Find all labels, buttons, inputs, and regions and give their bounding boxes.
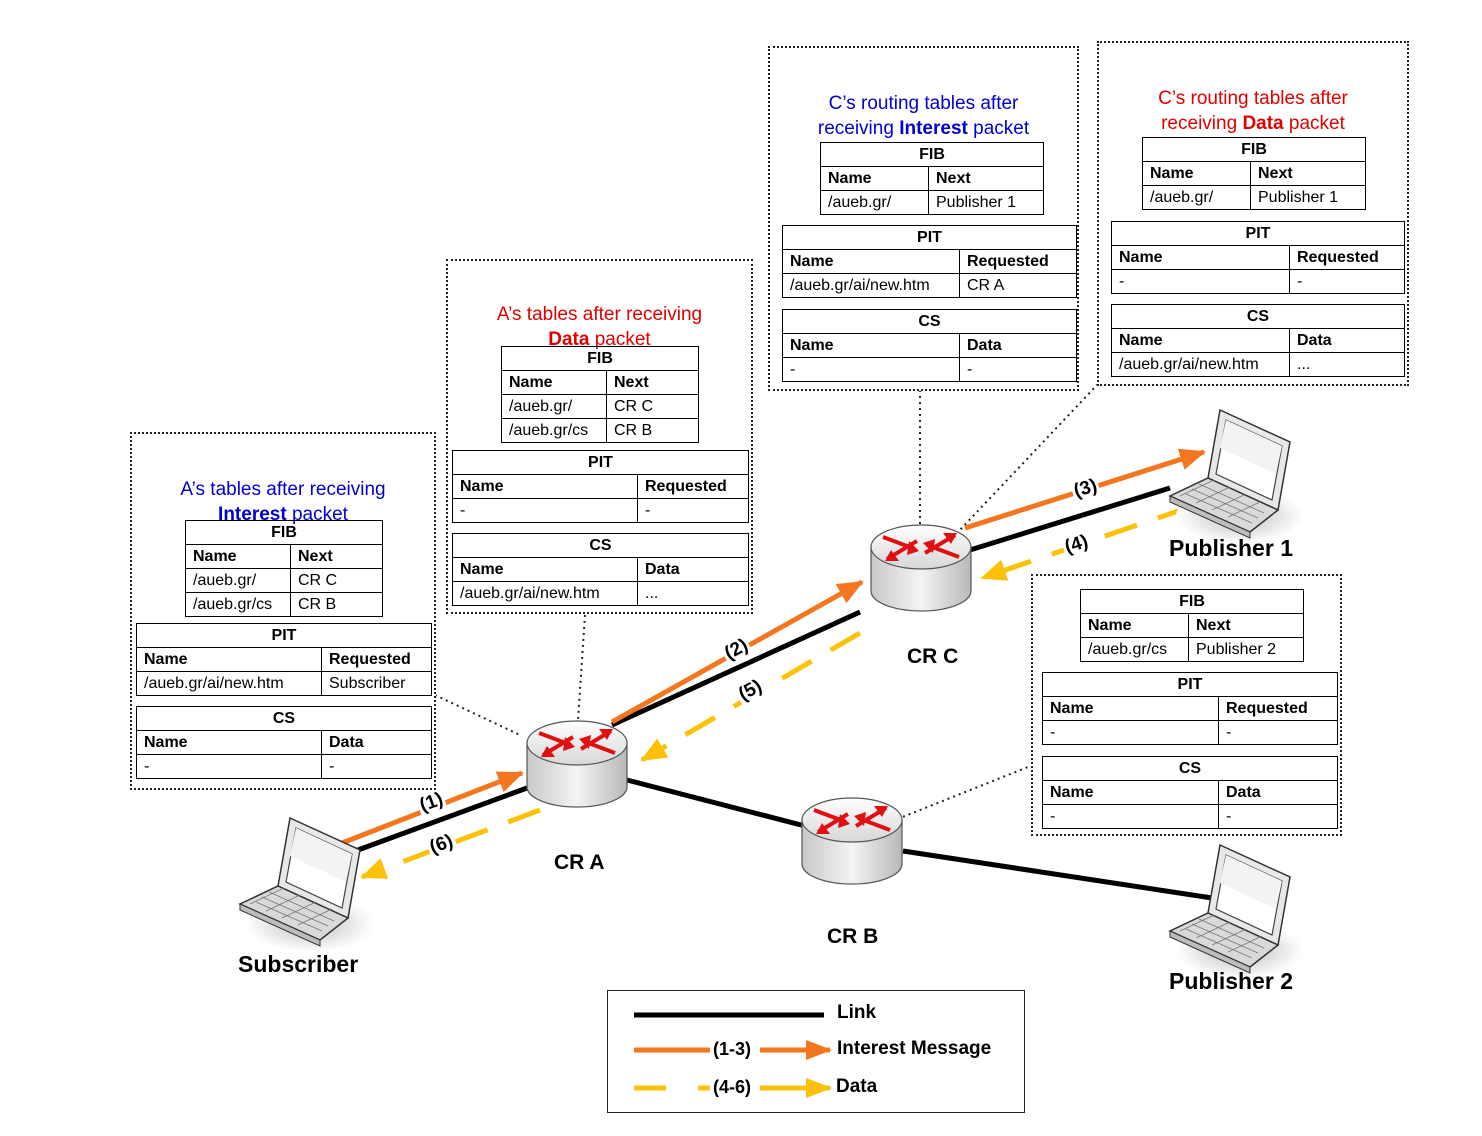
cs-header: CS — [1111, 304, 1405, 329]
leader-b — [899, 764, 1034, 819]
cs-header: CS — [136, 706, 432, 731]
pit-header: PIT — [1111, 221, 1405, 246]
legend-interest-range: (1-3) — [713, 1039, 752, 1059]
table-row: /aueb.gr/CR C — [185, 568, 383, 593]
publisher2-label: Publisher 2 — [1169, 968, 1293, 994]
link-cra-crc — [610, 609, 862, 728]
legend: Link (1-3) Interest Message (4-6) Data — [607, 990, 1025, 1113]
cra-label: CR A — [554, 851, 605, 874]
leader-a-data — [577, 614, 586, 721]
link-crb-publisher2 — [902, 848, 1213, 901]
leader-c-data — [957, 383, 1099, 533]
link-crc-publisher1 — [969, 485, 1171, 553]
fib-header: FIB — [185, 520, 383, 545]
pit-header: PIT — [782, 225, 1077, 250]
data-arrow-4 — [980, 504, 1191, 581]
pit-header: PIT — [136, 623, 432, 648]
table-row: -- — [1042, 720, 1338, 745]
link-cra-crb — [626, 777, 806, 829]
cs-header: CS — [782, 309, 1077, 334]
cs-header: CS — [452, 533, 749, 558]
table-row: -- — [1042, 804, 1338, 829]
table-row: -- — [136, 754, 432, 779]
data-arrow-6 — [360, 807, 541, 880]
legend-link-label: Link — [837, 1002, 877, 1023]
legend-data-label: Data — [836, 1076, 878, 1097]
fib-col-name: Name — [185, 544, 291, 569]
router-cra-icon — [525, 719, 629, 809]
cs-header: CS — [1042, 756, 1338, 781]
table-row: -- — [452, 498, 749, 523]
table-row: -- — [782, 357, 1077, 382]
fib-header: FIB — [1142, 137, 1366, 162]
legend-interest-label: Interest Message — [837, 1038, 992, 1059]
table-row: -- — [1111, 269, 1405, 294]
publisher1-label: Publisher 1 — [1169, 535, 1293, 561]
links — [357, 485, 1213, 901]
crc-label: CR C — [907, 645, 959, 668]
table-row: /aueb.gr/ai/new.htm... — [452, 581, 749, 606]
fib-header: FIB — [820, 142, 1044, 167]
link-subscriber-cra — [357, 785, 528, 853]
table-row: /aueb.gr/Publisher 1 — [1142, 185, 1366, 210]
fib-header: FIB — [1080, 589, 1304, 614]
table-row: /aueb.gr/CR C — [501, 394, 699, 419]
publisher2-laptop-icon — [1169, 844, 1305, 980]
legend-data-range: (4-6) — [713, 1077, 752, 1097]
leader-a-interest — [434, 694, 521, 736]
fib-header: FIB — [501, 346, 699, 371]
table-row: /aueb.gr/ai/new.htm... — [1111, 352, 1405, 377]
fib-col-next: Next — [290, 544, 383, 569]
crb-label: CR B — [827, 925, 879, 948]
subscriber-label: Subscriber — [238, 951, 359, 977]
router-crb-icon — [800, 796, 904, 886]
publisher1-laptop-icon — [1169, 409, 1305, 545]
pit-header: PIT — [1042, 672, 1338, 697]
router-crc-icon — [869, 523, 973, 613]
legend-swatches — [634, 1012, 832, 1098]
table-row: /aueb.gr/Publisher 1 — [820, 190, 1044, 215]
pit-header: PIT — [452, 450, 749, 475]
